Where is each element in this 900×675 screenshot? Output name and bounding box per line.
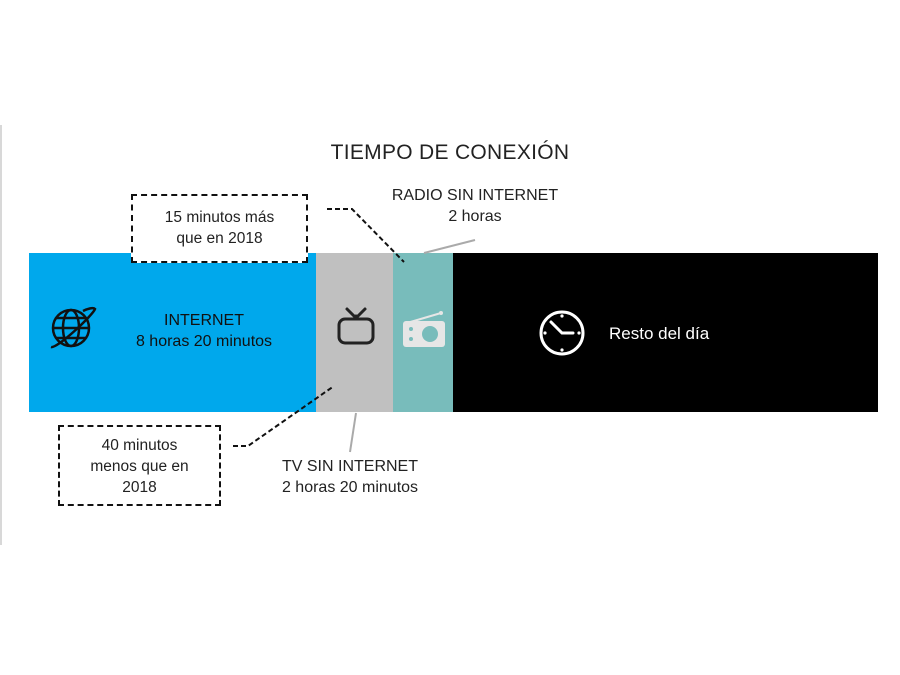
tv-value: 2 horas 20 minutos xyxy=(281,479,419,496)
tv-note-line1: 40 minutos xyxy=(101,437,178,454)
radio-value: 2 horas xyxy=(448,208,502,225)
radio-segment xyxy=(393,253,453,412)
internet-segment: INTERNET 8 horas 20 minutos xyxy=(29,253,316,412)
tv-segment xyxy=(316,253,393,412)
radio-label: RADIO SIN INTERNET xyxy=(391,187,559,204)
internet-note-line1: 15 minutos más xyxy=(164,209,275,226)
left-border-line xyxy=(0,125,2,545)
page-title: TIEMPO DE CONEXIÓN xyxy=(330,141,570,164)
tv-note-line2: menos que en xyxy=(90,458,189,475)
clock-icon xyxy=(539,310,585,356)
rest-label: Resto del día xyxy=(609,324,710,343)
tv-label: TV SIN INTERNET xyxy=(281,458,418,475)
internet-note-line2: que en 2018 xyxy=(176,230,263,247)
radio-leader-line xyxy=(423,239,476,254)
radio-icon xyxy=(403,311,445,347)
tv-note-line3: 2018 xyxy=(122,479,157,496)
internet-change-note: 15 minutos más que en 2018 xyxy=(131,194,308,263)
internet-value: 8 horas 20 minutos xyxy=(135,333,273,350)
tv-change-note: 40 minutos menos que en 2018 xyxy=(58,425,221,506)
tv-icon xyxy=(337,307,375,345)
rest-segment: Resto del día xyxy=(453,253,878,412)
tv-leader-line xyxy=(349,412,357,453)
globe-icon xyxy=(50,306,97,349)
internet-label: INTERNET xyxy=(164,312,244,329)
